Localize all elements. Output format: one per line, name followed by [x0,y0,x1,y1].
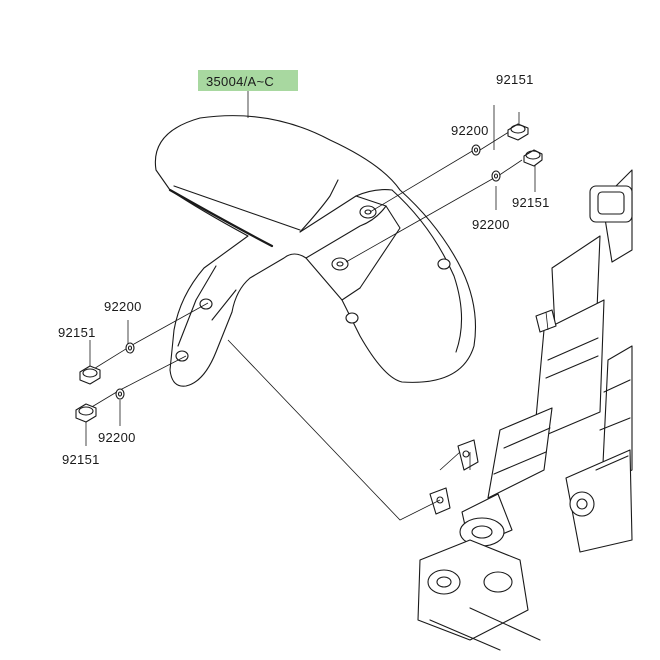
front-fork-assembly [417,169,633,651]
washer-top [471,144,481,156]
bolt-bottom [75,403,97,423]
label-bolt-right[interactable]: 92151 [512,195,550,210]
washer-bottom [115,388,125,400]
bolt-right [523,149,543,167]
label-bolt-bottom[interactable]: 92151 [62,452,100,467]
bolt-top [507,123,529,141]
label-washer-right[interactable]: 92200 [472,217,510,232]
fender-label-highlight [198,70,298,91]
label-bolt-left[interactable]: 92151 [58,325,96,340]
front-fender [154,115,477,387]
washer-right [491,170,501,182]
label-washer-top[interactable]: 92200 [451,123,489,138]
label-bolt-top[interactable]: 92151 [496,72,534,87]
label-washer-left[interactable]: 92200 [104,299,142,314]
bolt-left [79,365,101,385]
label-washer-bottom[interactable]: 92200 [98,430,136,445]
label-fender[interactable]: 35004/A~C [206,74,274,89]
washer-left [125,342,135,354]
